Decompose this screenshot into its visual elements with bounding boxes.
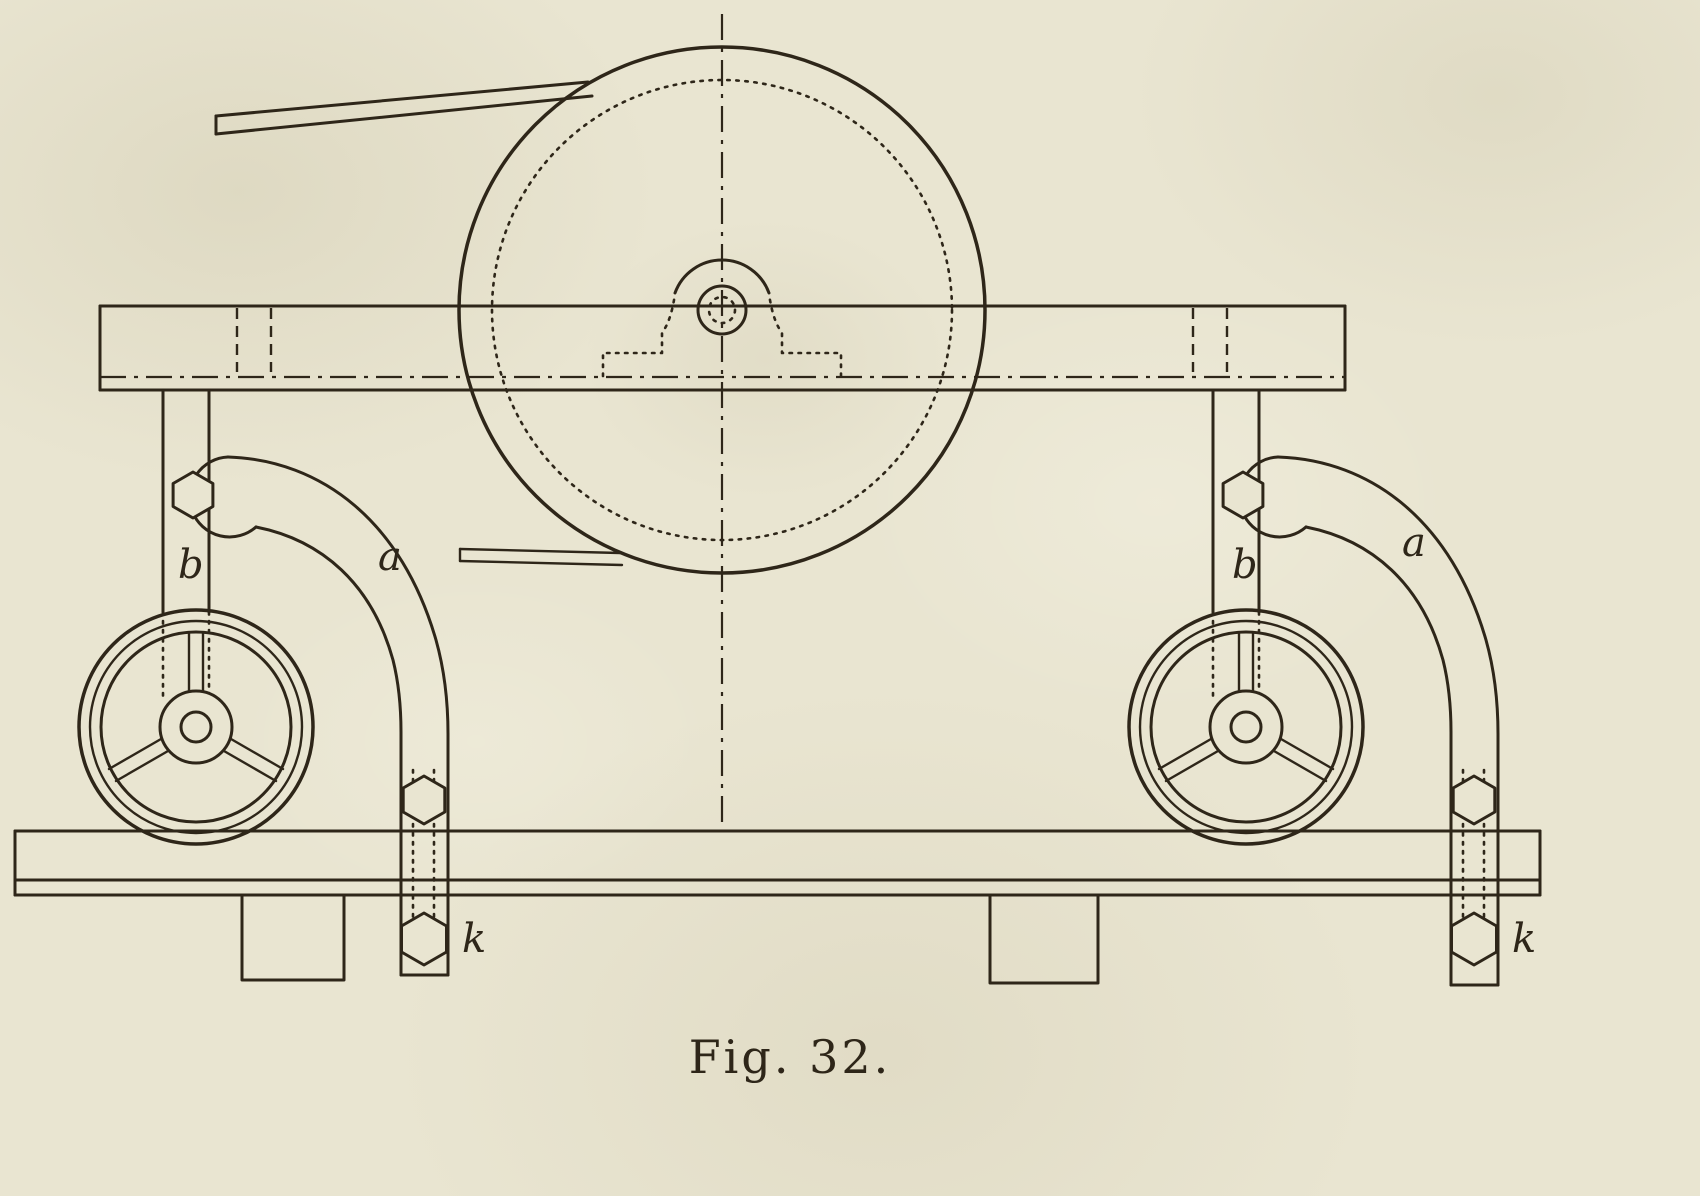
label-right-k: k <box>1512 916 1536 962</box>
left-arm-outer <box>226 455 450 977</box>
left-clamp-assembly <box>77 388 450 977</box>
label-left-a: a <box>378 534 402 580</box>
label-left-k: k <box>462 916 486 962</box>
right-clamp-assembly <box>1127 388 1500 987</box>
right-foot-block <box>988 894 1100 985</box>
hand-lever <box>214 80 594 136</box>
centerlines <box>100 14 1345 828</box>
hub-seat-hidden-left <box>601 292 677 378</box>
flywheel-hub-cap <box>673 258 771 295</box>
base-plank <box>13 829 1542 985</box>
label-left-b: b <box>178 542 204 588</box>
right-clamp-bolt-k <box>1450 911 1498 967</box>
right-handwheel-hub <box>1208 689 1284 765</box>
right-arm-nut <box>1451 774 1497 826</box>
left-arm-nut <box>401 774 447 826</box>
hub-seat-hidden-right <box>767 292 843 378</box>
left-clamp-bolt-k <box>400 911 448 967</box>
right-handwheel <box>1127 608 1365 846</box>
label-right-b: b <box>1232 542 1258 588</box>
left-pivot-nut <box>171 470 215 520</box>
right-arm-outer <box>1276 455 1500 987</box>
work-table-beam <box>98 304 1347 392</box>
flywheel <box>457 45 987 575</box>
figure-caption: Fig. 32. <box>688 1030 892 1084</box>
left-arm-inner <box>254 525 403 977</box>
part-labels: b a k b a k <box>178 520 1536 962</box>
left-handwheel <box>77 608 315 846</box>
tool-rest-rod <box>458 547 624 567</box>
right-pivot-nut <box>1221 470 1265 520</box>
label-right-a: a <box>1402 520 1426 566</box>
right-arm-inner <box>1304 525 1453 987</box>
left-foot-block <box>240 894 346 982</box>
left-handwheel-hub <box>158 689 234 765</box>
